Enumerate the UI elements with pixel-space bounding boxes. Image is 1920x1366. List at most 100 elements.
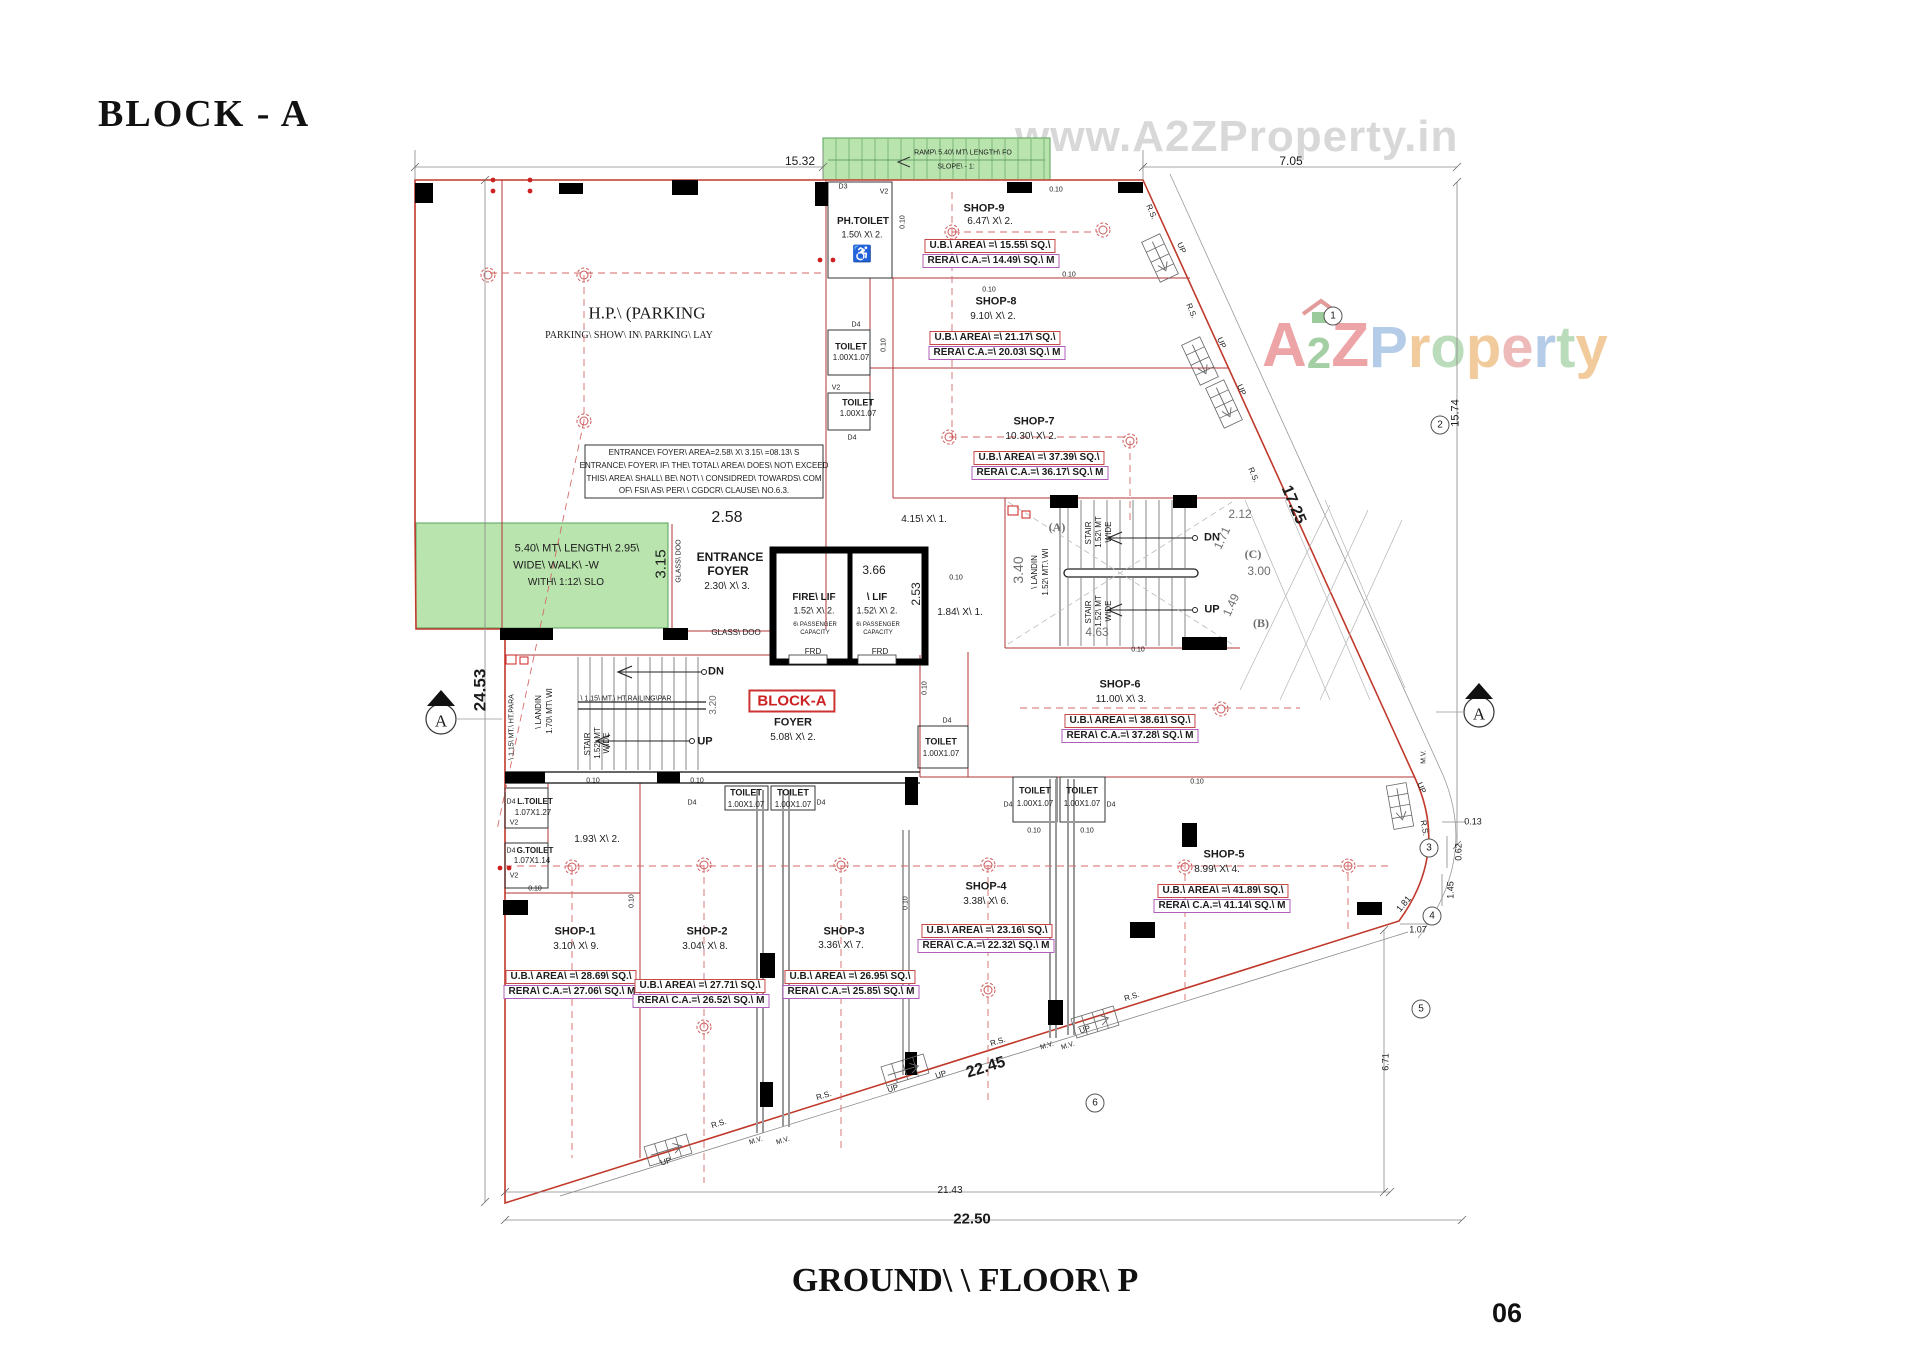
dim-010-e: 0.10 <box>880 338 888 352</box>
toilet-6-size: 1.00X1.07 <box>1016 799 1054 808</box>
stair-r-up-3: WIDE <box>1104 521 1113 543</box>
logo-letter: y <box>1575 314 1608 380</box>
shop6-size: 11.00\ X\ 3. <box>1095 694 1147 705</box>
red-markers <box>490 177 1031 871</box>
rs-5: R.S. <box>710 1116 728 1131</box>
logo-letter: 2 <box>1306 329 1332 379</box>
window-v2-top: V2 <box>879 188 889 196</box>
toilet-2-size: 1.00X1.07 <box>839 409 877 418</box>
plot-boundary <box>414 179 1430 1205</box>
shop2-rera: RERA\ C.A.=\ 26.52\ SQ.\ M <box>632 994 770 1008</box>
fire-lift-name: FIRE\ LIF <box>792 592 836 603</box>
door-d4-e: D4 <box>816 799 826 807</box>
shop7-size: 10.30\ X\ 2. <box>1005 431 1057 442</box>
mv-4: M.V. <box>1060 1040 1076 1052</box>
dim-010-l: 0.10 <box>628 894 636 908</box>
dim-010-k: 0.10 <box>528 885 542 893</box>
dim-705: 7.05 <box>1279 154 1303 168</box>
dim-258: 2.58 <box>711 509 743 526</box>
dim-010-n: 0.10 <box>1027 827 1041 835</box>
foyer-note-2: ENTRANCE\ FOYER\ IF\ THE\ TOTAL\ AREA\ D… <box>579 461 829 470</box>
shop4-rera: RERA\ C.A.=\ 22.32\ SQ.\ M <box>917 939 1055 953</box>
dim-2250: 22.50 <box>953 1210 991 1228</box>
shop5-name: SHOP-5 <box>1203 848 1245 861</box>
dim-340: 3.40 <box>1010 556 1026 584</box>
up-step-5: UP <box>1175 240 1188 255</box>
stair-mark-a: (A) <box>1048 520 1066 534</box>
toilet-3: TOILET <box>925 736 957 747</box>
shop7-rera: RERA\ C.A.=\ 36.17\ SQ.\ M <box>971 466 1109 480</box>
ramp-area <box>822 137 1051 181</box>
dim-320: 3.20 <box>708 695 719 715</box>
shop4-ub: U.B.\ AREA\ =\ 23.16\ SQ.\ <box>921 924 1053 938</box>
toilet-4: TOILET <box>730 787 762 798</box>
rs-4: R.S. <box>1418 819 1431 837</box>
logo-letter: e <box>1501 314 1534 380</box>
shop1-rera: RERA\ C.A.=\ 27.06\ SQ.\ M <box>503 985 641 999</box>
stair-l-3: WIDE <box>602 732 611 754</box>
dim-149: 1.49 <box>1219 591 1243 619</box>
up-step-4: UP <box>1078 1023 1092 1036</box>
block-title: BLOCK - A <box>98 93 311 135</box>
window-v2-lt: V2 <box>509 819 519 827</box>
dim-300: 3.00 <box>1247 564 1271 578</box>
shop6-ub: U.B.\ AREA\ =\ 38.61\ SQ.\ <box>1064 714 1196 728</box>
up-step-8: UP <box>1415 780 1428 795</box>
dim-010-m: 0.10 <box>902 896 910 910</box>
window-v2-b: V2 <box>831 384 841 392</box>
shop9-name: SHOP-9 <box>963 202 1005 215</box>
ramp-note-1: RAMP\ 5.40\ MT\ LENGTH\ FO <box>914 149 1012 157</box>
lift-size: 1.52\ X\ 2. <box>856 605 898 616</box>
dim-010-c: 0.10 <box>1062 271 1076 279</box>
stair-mark-c: (C) <box>1244 547 1262 561</box>
shop6-rera: RERA\ C.A.=\ 37.28\ SQ.\ M <box>1061 729 1199 743</box>
parapet-note: \ 1.15\ MT.\ HT.PARA <box>508 694 516 760</box>
dim-010-o: 0.10 <box>1080 827 1094 835</box>
shop8-size: 9.10\ X\ 2. <box>970 311 1016 322</box>
dim-010-h: 0.10 <box>921 681 929 695</box>
stair-r-up-2: 1.52\ MT <box>1094 516 1103 548</box>
entrance-foyer-2: FOYER <box>707 564 749 578</box>
dim-212: 2.12 <box>1228 507 1252 521</box>
shop1-name: SHOP-1 <box>554 925 596 938</box>
stair-r-up-1: STAIR <box>1084 521 1093 545</box>
logo-letter: o <box>1430 314 1466 380</box>
up-left: UP <box>697 735 713 748</box>
columns <box>415 180 1382 1107</box>
mv-1: M.V. <box>748 1135 764 1147</box>
entry-steps <box>643 233 1415 1167</box>
shop2-ub: U.B.\ AREA\ =\ 27.71\ SQ.\ <box>634 979 766 993</box>
up-step-3: UP <box>934 1068 948 1081</box>
door-d4-lt: D4 <box>506 798 516 806</box>
entrance-foyer-1: ENTRANCE <box>696 550 764 564</box>
dn-left: DN <box>708 665 724 678</box>
l-toilet: L.TOILET <box>517 797 553 806</box>
shop6-name: SHOP-6 <box>1099 678 1141 691</box>
dim-171: 1.71 <box>1210 524 1234 552</box>
grid-6: 6 <box>1085 1093 1105 1113</box>
stair-l-2: 1.52\ MT <box>593 727 602 759</box>
walk-note-2: WIDE\ WALK\ -W <box>513 559 599 572</box>
logo-letter: t <box>1556 314 1576 380</box>
toilet-rooms <box>504 181 1106 889</box>
shop3-ub: U.B.\ AREA\ =\ 26.95\ SQ.\ <box>784 970 916 984</box>
section-a-right: A <box>1472 704 1486 724</box>
dim-013: 0.13 <box>1464 816 1482 827</box>
watermark-url: www.A2ZProperty.in <box>1015 112 1459 161</box>
door-d4-gt: D4 <box>506 847 516 855</box>
ph-toilet-size: 1.50\ X\ 2. <box>841 229 883 240</box>
rs-6: R.S. <box>815 1088 833 1103</box>
rs-2: R.S. <box>1184 301 1199 320</box>
logo-letter: r <box>1407 314 1431 380</box>
shop4-size: 3.38\ X\ 6. <box>963 896 1009 907</box>
dim-062: 0.62 <box>1453 843 1464 861</box>
logo-letter: A <box>1262 311 1307 380</box>
logo-letter: p <box>1465 314 1502 380</box>
glass-door-h: GLASS\ DOO <box>711 628 761 637</box>
dim-463: 4.63 <box>1085 625 1109 639</box>
shop9-ub: U.B.\ AREA\ =\ 15.55\ SQ.\ <box>924 239 1056 253</box>
